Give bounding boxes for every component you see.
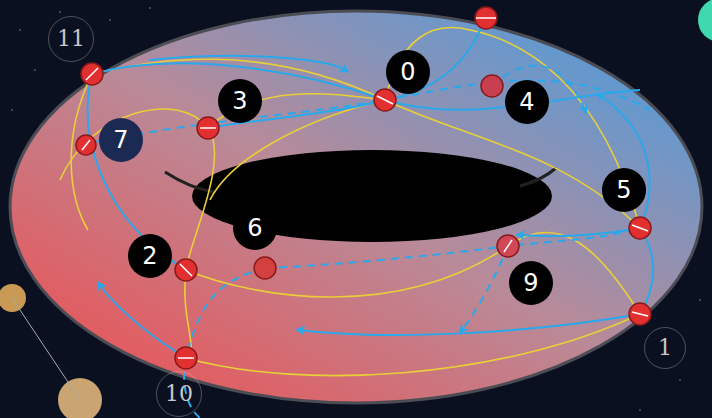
callout-number: 11 — [48, 16, 94, 62]
callout-number: 0 — [400, 60, 415, 84]
number-circle: 2 — [128, 234, 172, 278]
number-circle: 7 — [99, 118, 143, 162]
number-circle: 3 — [218, 79, 262, 123]
number-circle: 0 — [386, 50, 430, 94]
number-circle: 5 — [602, 168, 646, 212]
callout-number: 7 — [113, 128, 128, 152]
callout-number: 2 — [142, 244, 157, 268]
callout-number: 6 — [247, 216, 262, 240]
callout-number: 4 — [519, 90, 534, 114]
number-circle: 4 — [505, 80, 549, 124]
callout-number: 1 — [644, 327, 686, 369]
callout-number: 5 — [616, 178, 631, 202]
callout-number: 10 — [156, 371, 202, 417]
callout-number: 9 — [523, 271, 538, 295]
number-circle: 9 — [509, 261, 553, 305]
callout-number: 3 — [232, 89, 247, 113]
number-circle: 6 — [233, 206, 277, 250]
